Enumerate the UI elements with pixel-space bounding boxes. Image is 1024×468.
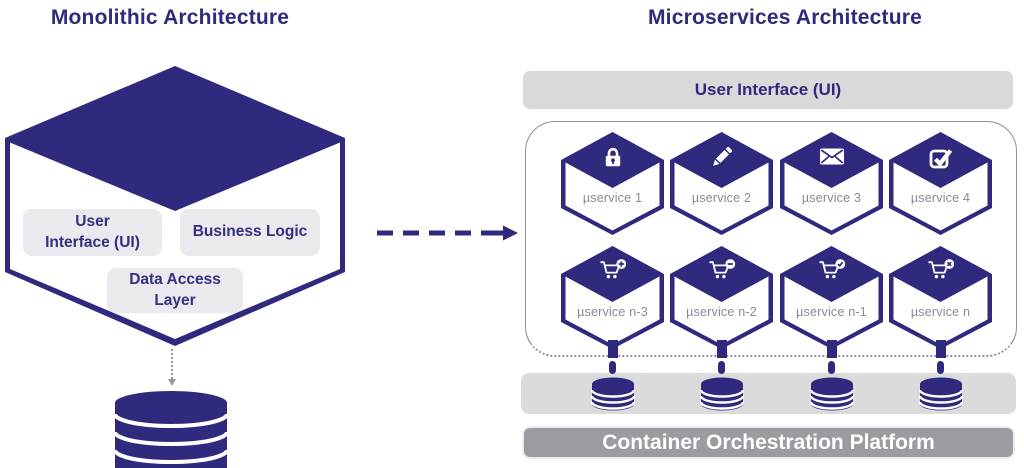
db-pin [828, 361, 835, 374]
microservice-hexagon-n: µservice n [889, 246, 992, 349]
envelope-icon [780, 145, 883, 167]
microservice-label: µservice n-1 [796, 305, 867, 319]
monolith-component-business-logic: Business Logic [180, 209, 320, 256]
monolith-component-data-access: Data Access Layer [107, 268, 243, 313]
microservice-label: µservice 4 [910, 191, 971, 205]
microservice-label: µservice n [910, 305, 971, 319]
microservice-hexagon-2: µservice 2 [670, 132, 773, 235]
service-db-stub [608, 340, 618, 358]
database-icon [113, 391, 229, 468]
check-square-icon [889, 145, 992, 170]
monolith-db-connector [171, 349, 173, 379]
hexagon-shape [561, 246, 664, 349]
microservice-label: µservice 2 [691, 191, 752, 205]
db-pin [937, 361, 944, 374]
hexagon-shape [670, 132, 773, 235]
monolith-group: User Interface (UI) Business Logic Data … [5, 66, 345, 346]
microservice-label: µservice n-3 [577, 305, 648, 319]
lock-icon [561, 145, 664, 169]
microservice-hexagon-3: µservice 3 [780, 132, 883, 235]
microservices-title: Microservices Architecture [647, 6, 923, 29]
microservice-hexagon-4: µservice 4 [889, 132, 992, 235]
database-icon [809, 377, 855, 411]
microservice-hexagon-n3: µservice n-3 [561, 246, 664, 349]
microservice-hexagon-n1: µservice n-1 [780, 246, 883, 349]
pencil-icon [670, 145, 773, 169]
hexagon-shape [780, 132, 883, 235]
microservice-label: µservice n-2 [686, 305, 757, 319]
monolith-db-connector-arrowhead [168, 379, 176, 386]
service-db-stub [717, 340, 727, 358]
service-db-stub [936, 340, 946, 358]
microservice-label: µservice 3 [801, 191, 862, 205]
db-pin [718, 361, 725, 374]
microservice-label: µservice 1 [582, 191, 643, 205]
database-icon [590, 377, 636, 411]
hexagon-shape [561, 132, 664, 235]
hexagon-shape [780, 246, 883, 349]
database-icon [699, 377, 745, 411]
cart-check-icon [780, 259, 883, 282]
microservices-container [525, 121, 1017, 357]
cart-x-icon [889, 259, 992, 282]
monolith-component-ui: User Interface (UI) [23, 209, 162, 256]
hexagon-shape [889, 132, 992, 235]
hexagon-shape [889, 246, 992, 349]
monolithic-title: Monolithic Architecture [50, 6, 290, 29]
database-icon [918, 377, 964, 411]
cart-plus-icon [561, 259, 664, 282]
db-pin [609, 361, 616, 374]
transition-arrow-icon [377, 225, 518, 241]
container-orchestration-platform-bar: Container Orchestration Platform [522, 426, 1015, 459]
microservice-hexagon-1: µservice 1 [561, 132, 664, 235]
monolith-hexagon [5, 66, 345, 346]
ui-bar: User Interface (UI) [523, 71, 1013, 109]
hexagon-shape [670, 246, 773, 349]
microservice-hexagon-n2: µservice n-2 [670, 246, 773, 349]
service-db-stub [827, 340, 837, 358]
cart-minus-icon [670, 259, 773, 282]
